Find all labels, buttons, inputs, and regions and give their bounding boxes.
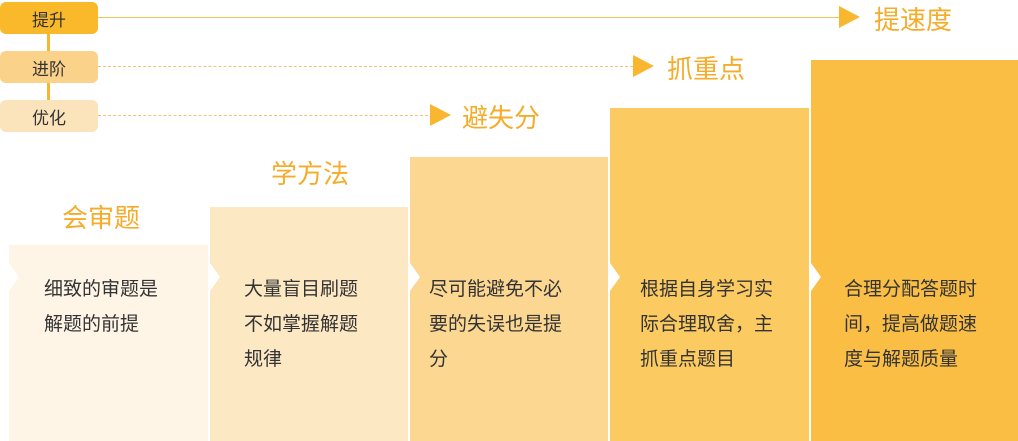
step-notch	[410, 263, 420, 291]
desc-line: 度与解题质量	[844, 348, 959, 370]
step-column-2: 大量盲目刷题 不如掌握解题 规律	[210, 207, 408, 441]
step-column-4: 根据自身学习实 际合理取舍，主 抓重点题目	[610, 108, 809, 441]
step-desc: 合理分配答题时 间，提高做题速 度与解题质量	[844, 272, 977, 377]
guide-line-optimize	[98, 115, 433, 116]
arrow-right-icon	[430, 104, 451, 126]
level-label-avoid-loss: 避失分	[462, 104, 541, 134]
desc-line: 规律	[244, 348, 283, 370]
guide-line-advance	[98, 66, 638, 67]
tag-advance: 进阶	[0, 51, 98, 83]
arrow-right-icon	[839, 6, 860, 28]
level-label-focus: 抓重点	[667, 55, 746, 85]
step-desc: 大量盲目刷题 不如掌握解题 规律	[244, 272, 358, 377]
desc-line: 大量盲目刷题	[244, 278, 359, 300]
step-title-method: 学方法	[271, 160, 350, 190]
step-desc: 细致的审题是 解题的前提	[44, 272, 158, 342]
desc-line: 不如掌握解题	[244, 313, 359, 335]
step-desc: 尽可能避免不必 要的失误也是提 分	[429, 272, 562, 377]
step-notch	[811, 263, 821, 291]
desc-line: 分	[429, 348, 449, 370]
level-label-speed: 提速度	[874, 6, 953, 36]
step-column-3: 尽可能避免不必 要的失误也是提 分	[410, 157, 608, 441]
step-desc: 根据自身学习实 际合理取舍，主 抓重点题目	[640, 272, 773, 377]
desc-line: 际合理取舍，主	[640, 313, 774, 335]
step-notch	[9, 263, 19, 291]
tag-optimize: 优化	[0, 100, 98, 132]
desc-line: 要的失误也是提	[429, 313, 563, 335]
desc-line: 间，提高做题速	[844, 313, 978, 335]
desc-line: 根据自身学习实	[640, 278, 774, 300]
desc-line: 抓重点题目	[640, 348, 736, 370]
desc-line: 尽可能避免不必	[429, 278, 563, 300]
step-column-5: 合理分配答题时 间，提高做题速 度与解题质量	[811, 60, 1018, 441]
step-column-1: 细致的审题是 解题的前提	[9, 245, 208, 441]
step-notch	[610, 263, 620, 291]
desc-line: 合理分配答题时	[844, 278, 978, 300]
tag-improve: 提升	[0, 2, 98, 34]
desc-line: 解题的前提	[44, 313, 140, 335]
desc-line: 细致的审题是	[44, 278, 159, 300]
step-title-review: 会审题	[62, 204, 141, 234]
guide-line-improve	[98, 17, 843, 18]
step-notch	[210, 263, 220, 291]
arrow-right-icon	[633, 55, 654, 77]
